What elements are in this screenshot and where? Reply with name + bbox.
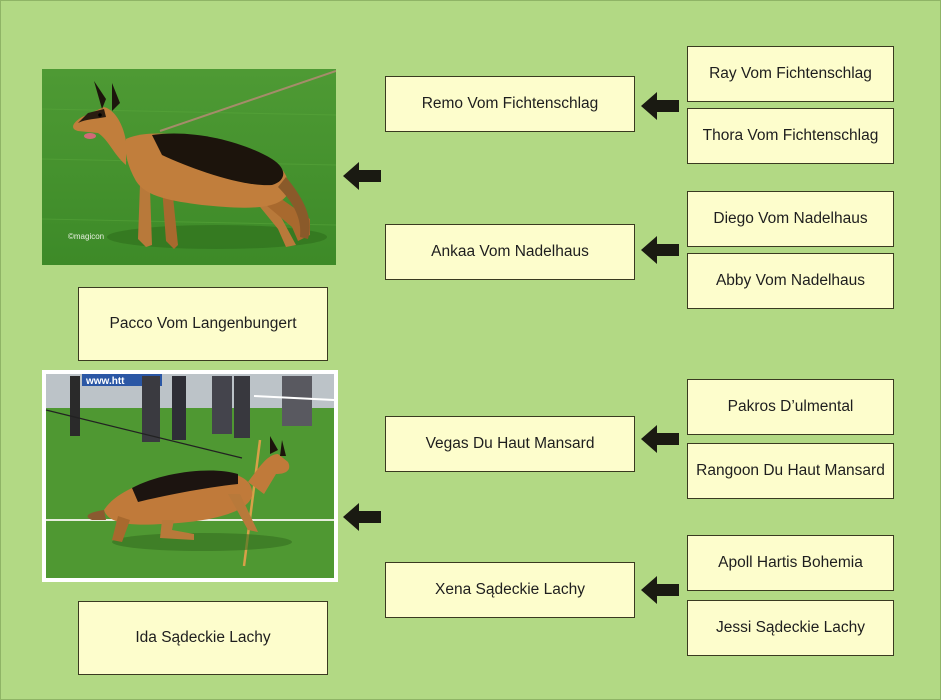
dam-name-box: Ida Sądeckie Lachy — [78, 601, 328, 675]
dam-photo: www.htt — [42, 370, 338, 582]
sire-photo: ©magicon — [42, 69, 336, 265]
dam-dam-box: Xena Sądeckie Lachy — [385, 562, 635, 618]
dam-photo-banner-text: www.htt — [85, 376, 125, 387]
arrow-left-icon — [641, 425, 679, 453]
grandparent-box: Pakros D’ulmental — [687, 379, 894, 435]
arrow-left-icon — [343, 503, 381, 531]
arrow-left-icon — [641, 236, 679, 264]
grandparent-box: Ray Vom Fichtenschlag — [687, 46, 894, 102]
grandparent-box: Diego Vom Nadelhaus — [687, 191, 894, 247]
dam-sire-box: Vegas Du Haut Mansard — [385, 416, 635, 472]
arrow-left-icon — [641, 92, 679, 120]
arrow-left-icon — [343, 162, 381, 190]
sire-photo-credit: ©magicon — [68, 232, 104, 241]
sire-dam-box: Ankaa Vom Nadelhaus — [385, 224, 635, 280]
sire-sire-box: Remo Vom Fichtenschlag — [385, 76, 635, 132]
grandparent-box: Rangoon Du Haut Mansard — [687, 443, 894, 499]
sire-name-box: Pacco Vom Langenbungert — [78, 287, 328, 361]
grandparent-box: Jessi Sądeckie Lachy — [687, 600, 894, 656]
arrow-left-icon — [641, 576, 679, 604]
grandparent-box: Thora Vom Fichtenschlag — [687, 108, 894, 164]
grandparent-box: Abby Vom Nadelhaus — [687, 253, 894, 309]
grandparent-box: Apoll Hartis Bohemia — [687, 535, 894, 591]
